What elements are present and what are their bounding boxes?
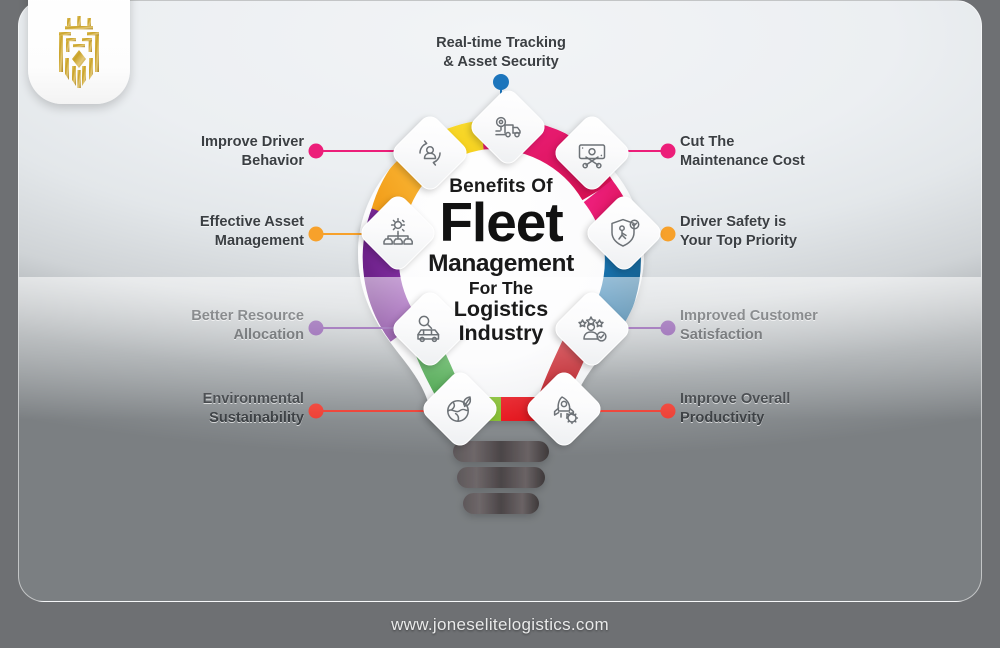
label-line-1: Improve Driver [200,134,304,150]
label-better-resource-allocation: Better Resource Allocation [124,307,304,344]
label-effective-asset-management: Effective Asset Management [124,213,304,250]
label-line-1: Environmental [202,391,304,407]
dot-cut-maintenance-cost [660,143,676,159]
brand-logo[interactable] [28,0,130,104]
center-line-for-the: For The [468,277,534,298]
badge-better-resource-allocation[interactable] [388,287,472,371]
badge-improve-overall-productivity[interactable] [522,367,606,451]
badge-improve-driver-behavior[interactable] [388,111,472,195]
label-line-2: Your Top Priority [680,232,798,249]
label-line-1: Improve Overall [680,391,791,407]
label-line-2: Management [214,232,304,249]
label-line-2: Allocation [233,326,304,343]
bulb-base [453,441,549,514]
dot-improve-overall-productivity [660,403,676,419]
dot-driver-safety [660,226,676,242]
label-improve-driver-behavior: Improve Driver Behavior [124,133,304,170]
center-line-industry: Industry [458,320,544,345]
label-real-time-tracking: Real-time Tracking & Asset Security [401,34,601,71]
label-line-2: Satisfaction [680,326,763,343]
dot-effective-asset-management [308,226,324,242]
eco-globe-leaf-icon [443,392,477,426]
shield-driver-icon [607,216,641,250]
label-line-2: & Asset Security [443,53,559,70]
bulb-base-bar-3 [463,493,539,514]
driver-behavior-cycle-icon [413,136,447,170]
resource-allocation-icon [413,312,447,346]
dot-environmental-sustainability [308,403,324,419]
label-line-1: Effective Asset [199,214,304,230]
center-line-fleet: Fleet [439,191,563,253]
label-improve-overall-productivity: Improve Overall Productivity [680,390,910,427]
connector-lines [308,74,676,419]
label-line-1: Better Resource [191,308,304,324]
badge-improved-customer-satisfaction[interactable] [550,287,634,371]
label-line-2: Behavior [241,152,304,169]
dot-real-time-tracking [493,74,509,90]
truck-location-icon [491,110,525,144]
dot-improve-driver-behavior [308,143,324,159]
center-line-logistics: Logistics [453,297,549,322]
label-environmental-sustainability: Environmental Sustainability [124,390,304,427]
bulb-base-bar-1 [453,441,549,462]
label-line-1: Real-time Tracking [436,35,566,51]
label-line-1: Cut The [680,134,735,150]
center-title-block: Benefits Of Fleet Management For The Log… [394,176,608,345]
diagram-stage: Benefits Of Fleet Management For The Log… [19,1,981,601]
customer-satisfaction-icon [575,312,609,346]
label-line-2: Maintenance Cost [680,152,805,169]
productivity-gear-rocket-icon [547,392,581,426]
footer-bar: www.joneselitelogistics.com [0,602,1000,648]
badge-real-time-tracking[interactable] [466,85,550,169]
badge-cut-maintenance-cost[interactable] [550,111,634,195]
dot-better-resource-allocation [308,320,324,336]
crest-icon [59,16,99,88]
website-url[interactable]: www.joneselitelogistics.com [391,615,609,634]
label-line-1: Improved Customer [680,308,818,324]
label-line-2: Productivity [680,409,765,426]
label-line-2: Sustainability [209,409,304,426]
center-line-management: Management [428,249,574,277]
label-line-1: Driver Safety is [680,214,787,230]
badge-effective-asset-management[interactable] [356,191,440,275]
bulb-base-bar-2 [457,467,545,488]
infographic-card: Benefits Of Fleet Management For The Log… [18,0,982,602]
fleet-gear-icon [381,216,415,250]
dot-improved-customer-satisfaction [660,320,676,336]
scissors-money-icon [575,136,609,170]
badge-environmental-sustainability[interactable] [418,367,502,451]
label-driver-safety: Driver Safety is Your Top Priority [680,213,910,250]
center-line-benefits-of: Benefits Of [449,176,553,197]
badge-driver-safety[interactable] [582,191,666,275]
label-cut-maintenance-cost: Cut The Maintenance Cost [680,133,910,170]
label-improved-customer-satisfaction: Improved Customer Satisfaction [680,307,910,344]
